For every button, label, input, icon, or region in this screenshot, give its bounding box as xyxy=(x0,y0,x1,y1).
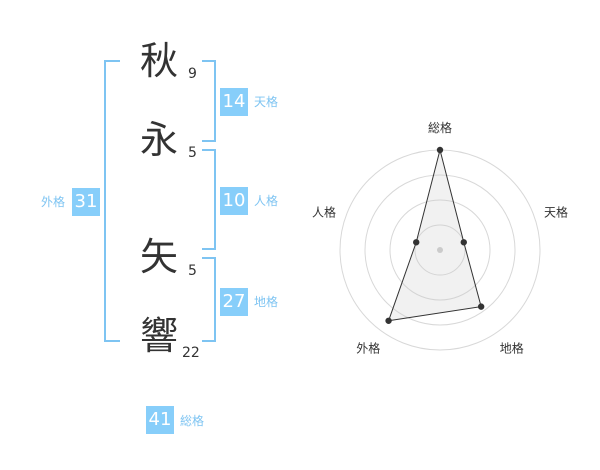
radar-axis-label-4: 外格 xyxy=(356,341,380,356)
radar-ring-2 xyxy=(389,199,491,301)
radar-point-1 xyxy=(436,146,444,154)
name-char-2: 永 xyxy=(140,118,179,162)
radar-axis-label-2: 天格 xyxy=(544,204,568,219)
radar-point-4 xyxy=(385,317,392,324)
soukaku-value: 41 xyxy=(146,406,174,434)
radar-axis-label-1: 総格 xyxy=(428,120,452,135)
name-char-1: 秋 xyxy=(140,39,179,83)
jinkaku-label: 人格 xyxy=(254,194,279,208)
radar-ring-1 xyxy=(414,224,466,276)
name-char-3-strokes: 5 xyxy=(188,263,197,279)
radar-point-2 xyxy=(460,239,467,246)
radar-axis-label-5: 人格 xyxy=(312,204,336,219)
tenkaku-bracket xyxy=(202,60,216,142)
chikaku-value: 27 xyxy=(220,288,248,316)
name-char-2-strokes: 5 xyxy=(188,145,197,161)
name-char-4: 響 xyxy=(140,314,179,358)
gaikaku-bracket xyxy=(104,60,120,342)
radar-axis-label-3: 地格 xyxy=(500,341,524,356)
gaikaku-label: 外格 xyxy=(41,195,66,209)
tenkaku-label: 天格 xyxy=(254,95,279,109)
gaikaku-value: 31 xyxy=(72,188,100,216)
radar-ring-3 xyxy=(364,174,516,326)
chikaku-label: 地格 xyxy=(254,295,279,309)
radar-area xyxy=(387,149,482,322)
chikaku-bracket xyxy=(202,257,216,342)
radar-point-5 xyxy=(413,239,420,246)
soukaku-label: 総格 xyxy=(180,414,205,428)
name-char-3: 矢 xyxy=(140,235,179,279)
radar-point-3 xyxy=(477,303,485,310)
radar-center xyxy=(437,247,443,253)
name-char-4-strokes: 22 xyxy=(182,345,200,361)
tenkaku-value: 14 xyxy=(220,88,248,116)
jinkaku-bracket xyxy=(202,149,216,250)
name-char-1-strokes: 9 xyxy=(188,66,197,82)
jinkaku-value: 10 xyxy=(220,187,248,215)
